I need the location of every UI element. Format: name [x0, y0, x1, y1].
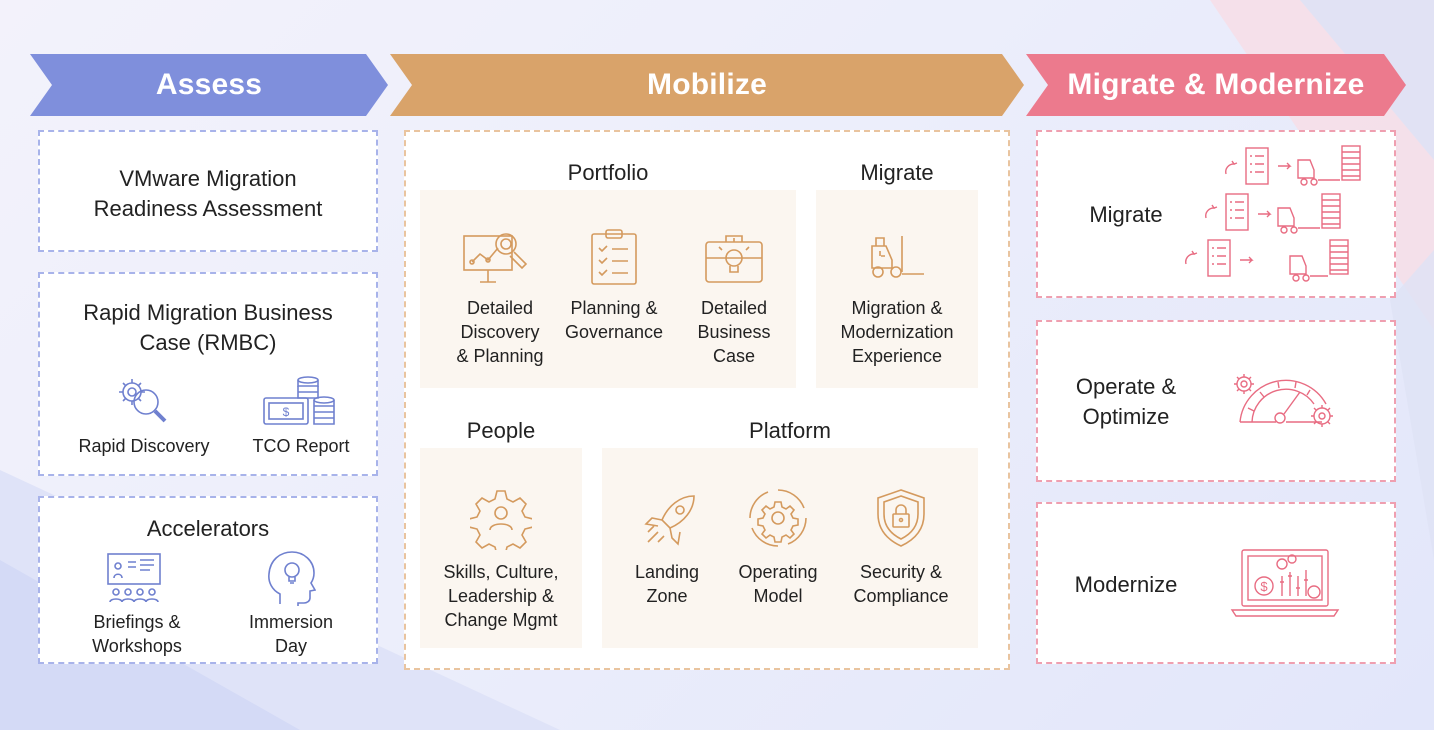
readiness-assessment-card: VMware Migration Readiness Assessment	[38, 130, 378, 252]
briefings-workshops-label: Briefings & Workshops	[92, 612, 182, 656]
skills-culture-label: Skills, Culture, Leadership & Change Mgm…	[443, 562, 559, 630]
presentation-audience-icon	[107, 553, 161, 603]
gauge-gears-icon	[1234, 374, 1333, 427]
gears-magnifier-icon	[119, 379, 167, 423]
gear-cycle-icon	[749, 489, 807, 547]
svg-text:$: $	[283, 405, 290, 419]
landing-zone-label: Landing Zone	[634, 562, 700, 606]
shield-lock-icon	[877, 489, 925, 547]
mobilize-migrate-section: Migration & Modernization Experience	[816, 190, 978, 388]
assess-header: Assess	[30, 54, 388, 116]
migration-experience-label: Migration & Modernization Experience	[840, 298, 954, 366]
portfolio-section: Detailed Discovery & Planning Planning &…	[420, 190, 796, 388]
readiness-assessment-title: VMware Migration Readiness Assessment	[93, 166, 323, 221]
operate-optimize-card: Operate & Optimize	[1036, 320, 1396, 482]
people-section: Skills, Culture, Leadership & Change Mgm…	[420, 448, 582, 648]
security-compliance-label: Security & Compliance	[853, 562, 949, 606]
mobilize-header: Mobilize	[390, 54, 1024, 116]
operate-optimize-label: Operate & Optimize	[1075, 374, 1177, 429]
head-lightbulb-icon	[268, 551, 316, 606]
migrate-label: Migrate	[1089, 202, 1163, 227]
forklift-icon	[871, 236, 924, 278]
people-title: People	[466, 418, 536, 443]
clipboard-checklist-icon	[591, 229, 637, 285]
platform-title: Platform	[749, 418, 831, 443]
portfolio-title: Portfolio	[567, 160, 649, 185]
detailed-discovery-label: Detailed Discovery & Planning	[456, 298, 544, 366]
detailed-business-case-label: Detailed Business Case	[697, 298, 771, 366]
modernize-card: Modernize $	[1036, 502, 1396, 664]
rmbc-card: Rapid Migration Business Case (RMBC) Rap…	[38, 272, 378, 476]
accelerators-title: Accelerators	[146, 516, 270, 541]
operating-model-label: Operating Model	[738, 562, 818, 606]
platform-section: Landing Zone Operating Model Security & …	[602, 448, 978, 648]
laptop-dashboard-icon: $	[1230, 549, 1340, 617]
checklist-forklift-server-icon	[1185, 145, 1361, 282]
planning-governance-label: Planning & Governance	[564, 298, 664, 342]
rocket-icon	[644, 495, 695, 546]
gear-person-icon	[470, 490, 532, 550]
migrate-modernize-header: Migrate & Modernize	[1026, 54, 1406, 116]
chart-magnifier-icon	[463, 233, 528, 283]
modernize-label: Modernize	[1074, 572, 1178, 597]
rapid-discovery-label: Rapid Discovery	[78, 436, 210, 456]
money-coins-icon: $	[263, 376, 335, 425]
immersion-day-label: Immersion Day	[248, 612, 333, 656]
migrate-card: Migrate	[1036, 130, 1396, 298]
svg-text:$: $	[1260, 579, 1268, 594]
rmbc-title: Rapid Migration Business Case (RMBC)	[83, 300, 333, 355]
mobilize-migrate-title: Migrate	[860, 160, 934, 185]
tco-report-label: TCO Report	[252, 436, 350, 456]
accelerators-card: Accelerators Briefings & Workshops Immer…	[38, 496, 378, 664]
briefcase-lightbulb-icon	[705, 235, 763, 283]
